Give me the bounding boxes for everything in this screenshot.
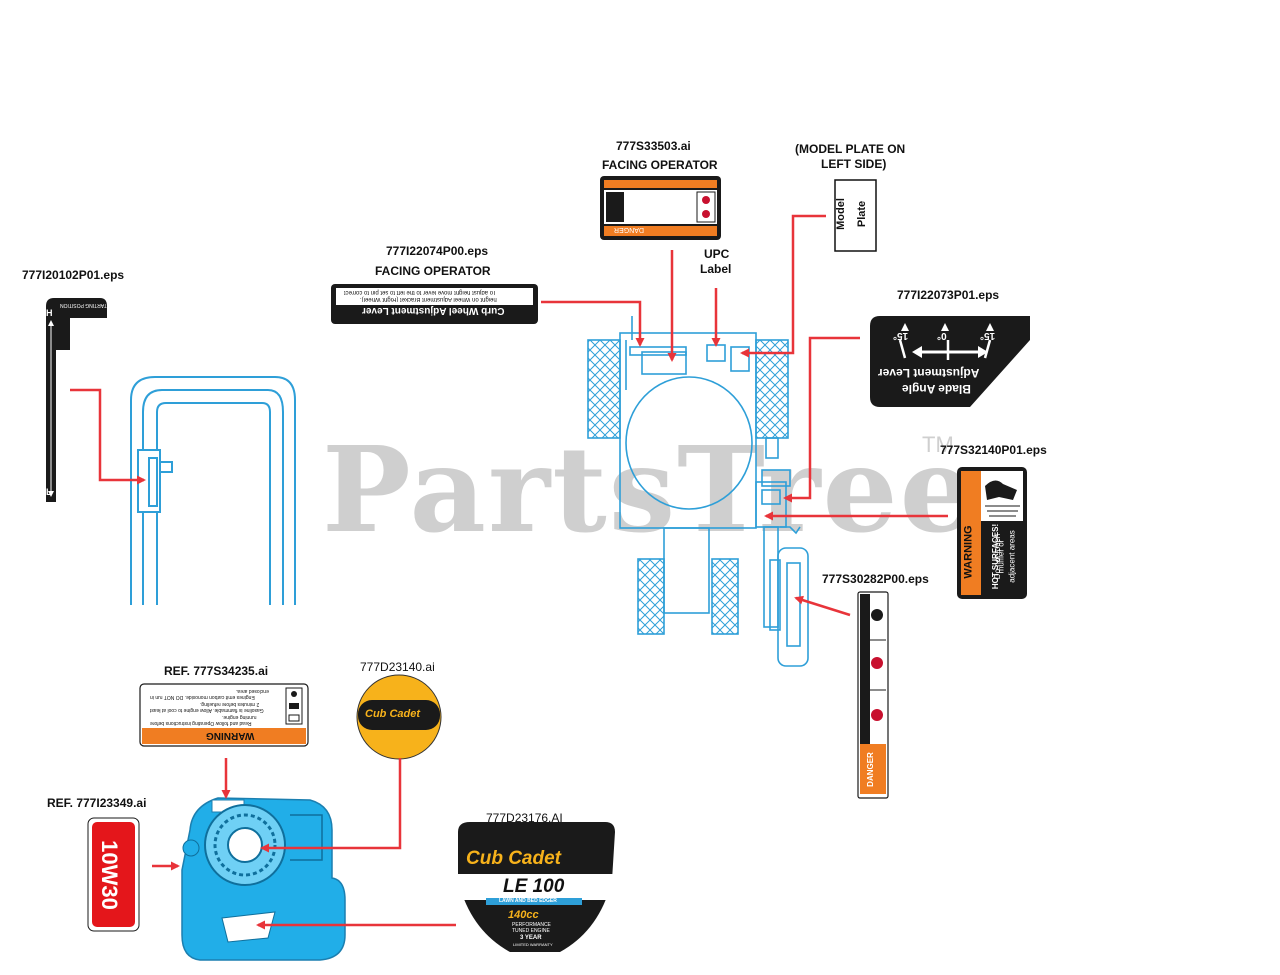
curb-wheel-title: Curb Wheel Adjustment Lever xyxy=(362,305,505,316)
engine-warning-line-3: Gasoline is flammable. Allow engine to c… xyxy=(150,707,264,713)
watermark-trademark: TM xyxy=(922,432,954,457)
i23349-ref-label: REF. 777I23349.ai xyxy=(47,796,147,810)
blade-depth-mark-l: L xyxy=(46,487,52,497)
keep-away-decal xyxy=(857,591,889,799)
d23140-part-number: 777D23140.ai xyxy=(360,660,435,674)
le100-warranty-2: LIMITED WARRANTY xyxy=(513,942,553,947)
s33503-facing-label: FACING OPERATOR xyxy=(602,158,718,172)
engine-warning-line-4: 2 minutes before refueling. xyxy=(200,701,260,707)
engine-warning-decal xyxy=(139,683,309,747)
model-plate-text-1: Model xyxy=(834,198,847,230)
model-plate-note-1: (MODEL PLATE ON xyxy=(795,142,906,156)
hot-surfaces-decal xyxy=(957,467,1027,599)
hot-surfaces-line-3: muffler or xyxy=(996,539,1006,574)
cub-cadet-round-brand: Cub Cadet xyxy=(365,708,420,720)
s34235-ref-label: REF. 777S34235.ai xyxy=(164,664,269,678)
le100-brand: Cub Cadet xyxy=(466,848,561,869)
callout-arrows xyxy=(70,214,948,930)
oil-text: 10W30 xyxy=(96,840,122,910)
oil-decal xyxy=(87,817,140,932)
le100-perf-1: PERFORMANCE xyxy=(512,922,551,928)
upc-label-2: Label xyxy=(700,262,732,276)
hot-surfaces-line-4: adjacent areas xyxy=(1007,530,1017,583)
keep-away-text: KEEP AWAY - ROTATING BLADE xyxy=(850,616,857,710)
arrow-curb-wheel xyxy=(541,300,645,347)
le100-subtitle: LAWN AND BED EDGER xyxy=(499,898,557,904)
hot-surfaces-warning: WARNING xyxy=(962,525,975,579)
blade-depth-decal xyxy=(46,298,107,502)
arrow-keep-away xyxy=(794,595,851,617)
le100-cc: 140cc xyxy=(508,909,539,921)
le100-perf-2: TUNED ENGINE xyxy=(512,928,550,934)
keep-away-danger: DANGER xyxy=(865,752,875,787)
model-plate-text-2: Plate xyxy=(856,200,869,228)
model-plate-note-2: LEFT SIDE) xyxy=(821,157,887,171)
blade-depth-text: BLADE DEPTH CONTROL xyxy=(33,367,41,452)
d23176-part-number: 777D23176.AI xyxy=(486,811,563,825)
s30282-part-number: 777S30282P00.eps xyxy=(822,572,929,586)
blade-angle-line-2: Adjustment Lever xyxy=(878,366,980,380)
cub-cadet-round-decal xyxy=(356,674,442,760)
s33503-decal xyxy=(600,176,721,240)
blade-depth-mark-h: H xyxy=(46,308,53,318)
le100-model: LE 100 xyxy=(503,876,565,897)
blade-angle-deg-left: 15° xyxy=(893,330,909,341)
blade-angle-decal xyxy=(870,316,1030,407)
le100-decal xyxy=(450,822,622,952)
blade-angle-line-1: Blade Angle xyxy=(902,382,971,396)
curb-wheel-body-2: height on Wheel Adjustment Bracket (Righ… xyxy=(360,296,497,302)
engine-warning-title: WARNING xyxy=(206,730,255,741)
blade-angle-deg-mid: 0° xyxy=(937,330,947,341)
i22073-part-number: 777I22073P01.eps xyxy=(897,288,1000,302)
i22074-facing-label: FACING OPERATOR xyxy=(375,264,491,278)
s32140-part-number: 777S32140P01.eps xyxy=(940,443,1047,457)
arrow-round-decal xyxy=(260,758,402,853)
watermark: PartsTree xyxy=(322,420,977,559)
i22074-part-number: 777I22074P00.eps xyxy=(386,244,489,258)
arrow-model-plate xyxy=(740,214,826,358)
s33503-danger: DANGER xyxy=(614,226,644,233)
blade-angle-deg-right: 15° xyxy=(980,330,996,341)
engine-warning-line-6: enclosed area. xyxy=(236,688,269,694)
s33503-part-number: 777S33503.ai xyxy=(616,139,691,153)
engine-warning-line-1: Read and follow Operating instructions b… xyxy=(150,720,252,726)
arrow-blade-angle xyxy=(783,336,860,503)
engine-side-view xyxy=(181,797,346,961)
engine-warning-line-2: running engine. xyxy=(222,714,257,720)
blade-depth-top: STARTING POSITION xyxy=(60,302,111,308)
edger-top-view xyxy=(587,316,809,667)
le100-warranty-1: 3 YEAR xyxy=(520,935,542,941)
model-plate-box xyxy=(834,179,877,252)
engine-warning-line-5: Engines emit carbon monoxide. DO NOT run… xyxy=(150,694,255,700)
handle-outline xyxy=(130,376,296,605)
curb-wheel-body-1: To adjust height move lever to the left … xyxy=(344,289,497,295)
upc-label-1: UPC xyxy=(704,247,730,261)
arrow-blade-depth xyxy=(70,388,146,485)
i20102-part-number: 777I20102P01.eps xyxy=(22,268,125,282)
curb-wheel-decal xyxy=(331,284,538,324)
